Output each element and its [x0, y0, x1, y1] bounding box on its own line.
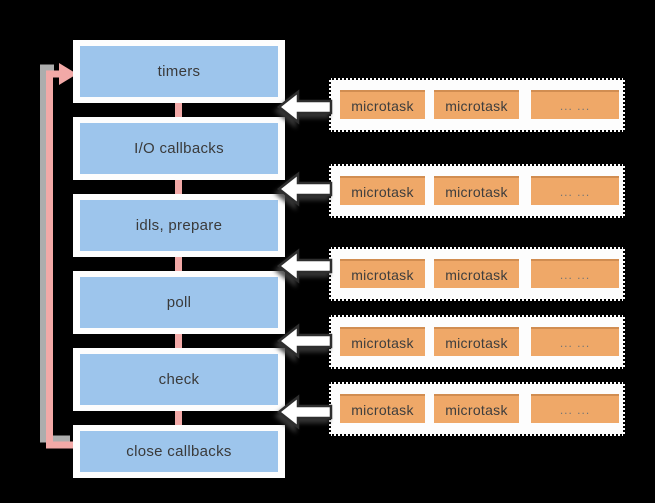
- cycle-arrowhead-icon: [59, 63, 77, 85]
- phase-label: check: [80, 354, 278, 405]
- microtask-item: microtask: [434, 90, 519, 119]
- phase-label: poll: [80, 277, 278, 328]
- phase-box-poll: poll: [73, 271, 285, 334]
- phase-connector: [175, 406, 182, 430]
- phase-box-io-callbacks: I/O callbacks: [73, 117, 285, 180]
- microtask-item: microtask: [340, 176, 425, 205]
- microtask-more-item: ... ...: [531, 394, 619, 423]
- left-arrow-icon: [276, 323, 333, 359]
- phase-box-timers: timers: [73, 40, 285, 103]
- microtask-queue-3: microtask microtask ... ...: [329, 236, 630, 301]
- microtask-item: microtask: [434, 394, 519, 423]
- microtask-item: microtask: [340, 259, 425, 288]
- left-arrow-icon: [276, 394, 333, 430]
- left-arrow-icon: [276, 171, 333, 207]
- phase-label: idls, prepare: [80, 200, 278, 251]
- microtask-queue-5: microtask microtask ... ...: [329, 371, 630, 436]
- microtask-queue-1: microtask microtask ... ...: [329, 67, 630, 132]
- microtask-item: microtask: [434, 176, 519, 205]
- left-arrow-icon: [276, 89, 333, 125]
- phase-label: I/O callbacks: [80, 123, 278, 174]
- microtask-item: microtask: [340, 394, 425, 423]
- phase-box-close-callbacks: close callbacks: [73, 425, 285, 478]
- phase-connector: [175, 98, 182, 122]
- microtask-more-item: ... ...: [531, 327, 619, 356]
- microtask-queue-4: microtask microtask ... ...: [329, 304, 630, 369]
- microtask-more-item: ... ...: [531, 90, 619, 119]
- microtask-item: microtask: [340, 90, 425, 119]
- left-arrow-icon: [276, 248, 333, 284]
- microtask-item: microtask: [340, 327, 425, 356]
- phase-connector: [175, 175, 182, 199]
- phase-connector: [175, 329, 182, 353]
- cycle-arrow-line: [46, 70, 76, 449]
- microtask-item: microtask: [434, 259, 519, 288]
- microtask-more-item: ... ...: [531, 176, 619, 205]
- microtask-more-item: ... ...: [531, 259, 619, 288]
- cycle-arrow-shadow: [40, 64, 70, 443]
- microtask-queue-2: microtask microtask ... ...: [329, 153, 630, 218]
- microtask-item: microtask: [434, 327, 519, 356]
- phase-connector: [175, 252, 182, 276]
- phase-box-idle-prepare: idls, prepare: [73, 194, 285, 257]
- phase-label: timers: [80, 46, 278, 97]
- phase-box-check: check: [73, 348, 285, 411]
- phase-label: close callbacks: [80, 431, 278, 472]
